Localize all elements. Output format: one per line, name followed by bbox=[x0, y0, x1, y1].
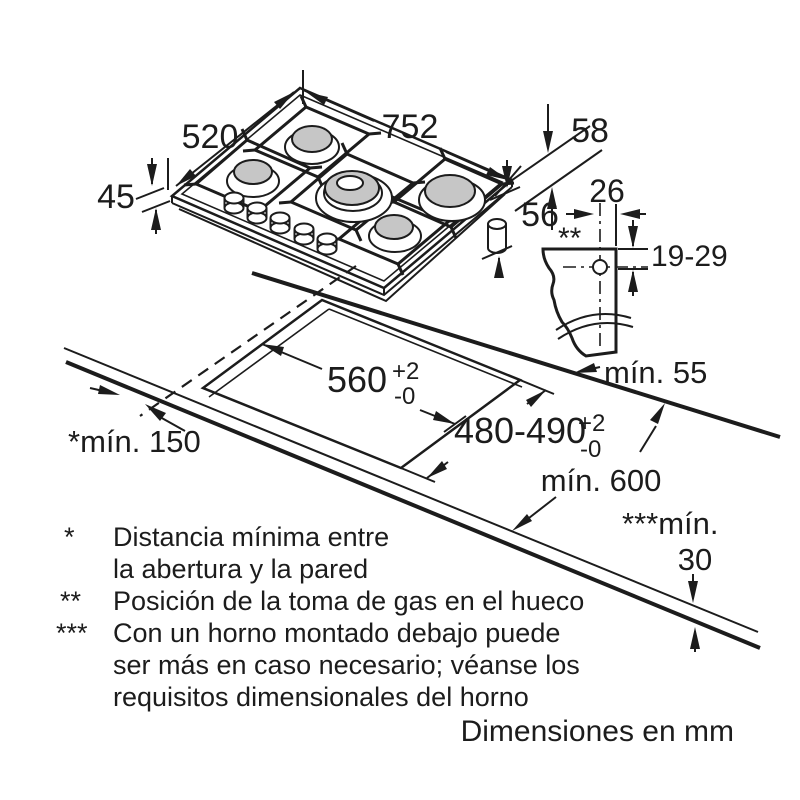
burner bbox=[418, 174, 486, 222]
control-knob bbox=[223, 191, 245, 215]
control-knob bbox=[246, 201, 268, 225]
footnote-line: Con un horno montado debajo puede bbox=[113, 618, 560, 648]
cutout-depth-tol-plus: +2 bbox=[578, 410, 605, 437]
footnote-line: Distancia mínima entre bbox=[113, 522, 389, 552]
footnote-line: Posición de la toma de gas en el hueco bbox=[113, 586, 584, 616]
footnote-line: la abertura y la pared bbox=[113, 554, 368, 584]
break-line bbox=[555, 313, 632, 331]
footnote-2: ** Posición de la toma de gas en el huec… bbox=[60, 586, 584, 616]
hob-base-edge bbox=[178, 193, 506, 303]
dim-560: 560 +2 -0 bbox=[261, 343, 467, 433]
dim-56: 56 bbox=[481, 160, 559, 278]
cutout-width-tol-plus: +2 bbox=[392, 358, 419, 385]
footnote-marker: * bbox=[64, 522, 75, 552]
oven-clearance-line bbox=[65, 360, 761, 650]
burner bbox=[368, 214, 422, 253]
gas-connection-detail: 26 ** 19-29 bbox=[541, 173, 728, 358]
cutout-width-label: 560 bbox=[327, 359, 387, 400]
side-clearance-label: *mín. 150 bbox=[68, 424, 201, 459]
dim-26: 26 ** bbox=[558, 173, 646, 255]
gas-offset-label: 26 bbox=[589, 173, 625, 209]
worktop-depth-label: mín. 600 bbox=[541, 463, 662, 498]
control-knob bbox=[293, 222, 315, 246]
control-knob bbox=[316, 232, 338, 256]
oven-clearance-value: 30 bbox=[678, 542, 712, 577]
footnote-line: ser más en caso necesario; véanse los bbox=[113, 650, 580, 680]
dim-480-490: 480-490 +2 -0 bbox=[400, 379, 605, 483]
worktop-front-edge bbox=[63, 347, 759, 633]
burner-double-ring bbox=[315, 170, 393, 223]
cutout-depth-tol-minus: -0 bbox=[580, 436, 601, 463]
dim-58: 58 bbox=[504, 104, 609, 230]
dim-min-30: ***mín. 30 bbox=[622, 506, 718, 652]
units-note: Dimensiones en mm bbox=[461, 715, 734, 748]
hob-isometric-view bbox=[169, 86, 515, 303]
footnote-line: requisitos dimensionales del horno bbox=[113, 682, 529, 712]
dim-min-55: mín. 55 bbox=[574, 355, 707, 390]
footnote-marker: ** bbox=[60, 586, 82, 616]
cutout-width-tol-minus: -0 bbox=[394, 383, 415, 410]
burner-grate bbox=[278, 142, 426, 242]
edge-connection-label: 58 bbox=[571, 112, 609, 150]
cutout-depth-label: 480-490 bbox=[454, 410, 586, 451]
dim-min-600: mín. 600 bbox=[512, 403, 665, 531]
gas-inlet-hole bbox=[592, 259, 608, 275]
wall-dashed-line bbox=[139, 265, 357, 417]
footnote-marker: *** bbox=[56, 618, 88, 648]
oven-clearance-label: ***mín. bbox=[622, 506, 718, 541]
control-knob bbox=[269, 211, 291, 235]
dim-19-29: 19-29 bbox=[618, 220, 728, 296]
connection-drop-label: 56 bbox=[521, 196, 559, 234]
hob-width-label: 752 bbox=[382, 108, 439, 146]
footnote-3: *** Con un horno montado debajo puede se… bbox=[56, 618, 580, 712]
worktop-back-edge bbox=[251, 271, 781, 439]
hob-depth-label: 520 bbox=[182, 118, 239, 156]
dim-min-150: *mín. 150 bbox=[68, 385, 201, 459]
burner bbox=[284, 125, 340, 165]
back-clearance-label: mín. 55 bbox=[604, 355, 707, 390]
gas-position-marker: ** bbox=[558, 222, 582, 255]
footnote-1: * Distancia mínima entre la abertura y l… bbox=[64, 522, 389, 584]
gas-depth-range-label: 19-29 bbox=[651, 240, 728, 273]
burner bbox=[226, 159, 280, 198]
dim-45: 45 bbox=[97, 158, 171, 234]
worktop-section-profile bbox=[541, 247, 618, 358]
dim-520: 520 bbox=[167, 91, 295, 190]
break-line bbox=[557, 322, 634, 340]
hob-height-label: 45 bbox=[97, 178, 135, 216]
